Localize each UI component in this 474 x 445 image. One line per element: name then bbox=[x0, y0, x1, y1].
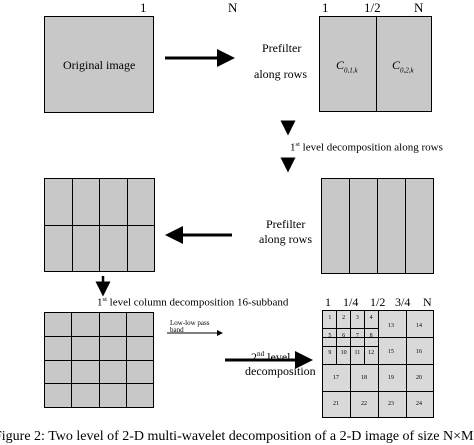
final-cell: 8 bbox=[369, 332, 373, 339]
final-cell: 14 bbox=[416, 323, 422, 329]
top-right-n-label: N bbox=[414, 0, 424, 15]
along-rows-label-1: along rows bbox=[254, 67, 307, 81]
sixteen-subband-grid bbox=[44, 312, 154, 408]
final-cell: 11 bbox=[354, 350, 361, 357]
lowpass-label-line1: Low-low pass bbox=[170, 319, 210, 327]
bottom-label-quarter: 1/4 bbox=[343, 295, 359, 309]
final-cell: 4 bbox=[369, 315, 373, 321]
lowpass-label-line2: band bbox=[170, 326, 184, 334]
first-level-rows-label: 1st level decomposition along rows bbox=[290, 141, 443, 154]
final-cell: 17 bbox=[333, 375, 339, 381]
top-right-half-label: 1/2 bbox=[364, 0, 381, 15]
final-cell: 19 bbox=[388, 375, 394, 381]
final-cell: 1 bbox=[328, 315, 332, 321]
bottom-label-three-quarter: 3/4 bbox=[395, 295, 411, 309]
original-image-box: Original image bbox=[44, 16, 154, 113]
first-level-column-label: 1st level column decomposition 16-subban… bbox=[97, 296, 289, 309]
subband-divider bbox=[376, 17, 377, 111]
final-cell: 24 bbox=[416, 401, 422, 407]
four-column-box bbox=[321, 178, 434, 274]
final-cell: 2 bbox=[342, 315, 346, 321]
second-level-label: 2nd level bbox=[251, 350, 291, 364]
final-cell: 5 bbox=[328, 332, 332, 339]
final-cell: 9 bbox=[328, 350, 332, 357]
prefilter-label-1: Prefilter bbox=[262, 41, 302, 55]
top-left-n-label: N bbox=[228, 0, 238, 15]
original-image-label: Original image bbox=[63, 58, 136, 72]
subband-c1-label: C0,1,k bbox=[336, 58, 358, 75]
two-subband-box: C0,1,k C0,2,k bbox=[319, 16, 432, 112]
figure-caption: Figure 2: Two level of 2-D multi-wavelet… bbox=[0, 429, 474, 444]
final-cell: 3 bbox=[355, 315, 359, 321]
final-cell: 23 bbox=[388, 401, 394, 407]
four-by-two-grid bbox=[44, 178, 155, 272]
bottom-label-1: 1 bbox=[325, 295, 331, 309]
final-cell: 15 bbox=[388, 349, 394, 355]
final-cell: 18 bbox=[361, 375, 367, 381]
final-cell: 13 bbox=[388, 323, 394, 329]
final-cell: 12 bbox=[368, 350, 375, 357]
along-rows-label-2: along rows bbox=[259, 232, 312, 246]
decomposition-label: decomposition bbox=[245, 364, 316, 378]
subband-c2-label: C0,2,k bbox=[392, 58, 414, 75]
bottom-label-half: 1/2 bbox=[370, 295, 386, 309]
final-cell: 20 bbox=[416, 375, 422, 381]
top-right-1-label: 1 bbox=[322, 0, 329, 15]
final-cell: 16 bbox=[416, 349, 422, 355]
final-decomposition-box: 1 2 3 4 5 6 7 8 9 10 11 12 13 14 15 16 1… bbox=[322, 310, 434, 418]
final-cell: 21 bbox=[333, 401, 339, 407]
top-left-1-label: 1 bbox=[140, 0, 147, 15]
final-cell: 6 bbox=[342, 332, 346, 339]
final-cell: 10 bbox=[340, 350, 347, 357]
bottom-label-n: N bbox=[423, 295, 432, 309]
final-cell: 22 bbox=[361, 401, 367, 407]
prefilter-label-2: Prefilter bbox=[266, 217, 306, 231]
final-cell: 7 bbox=[355, 332, 359, 339]
